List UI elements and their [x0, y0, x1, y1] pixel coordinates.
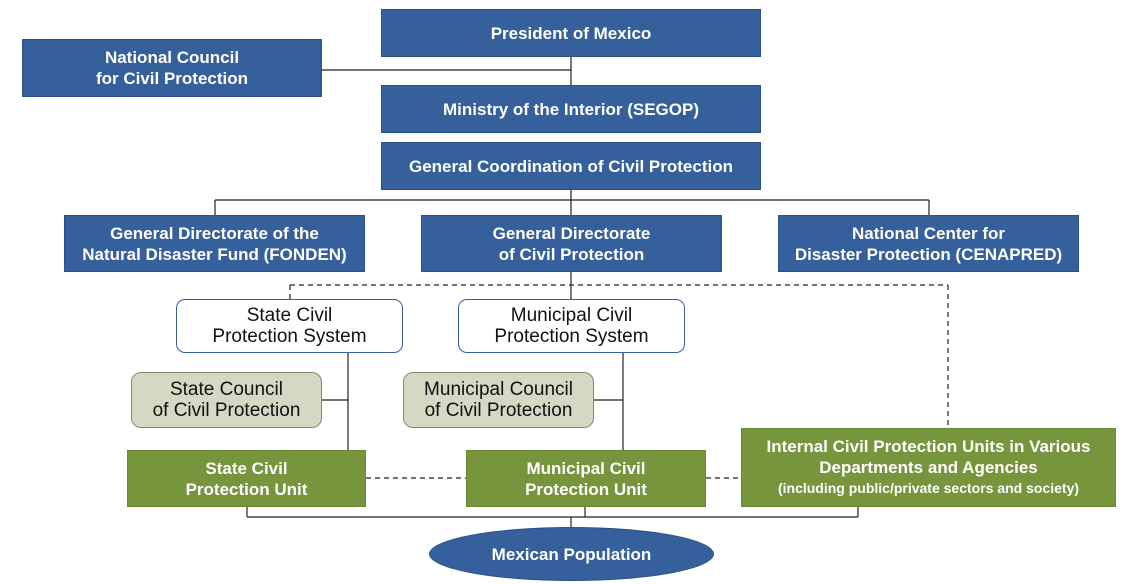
node-municipal-system: Municipal Civil Protection System: [458, 299, 685, 353]
node-population: Mexican Population: [429, 527, 714, 581]
node-internal-units: Internal Civil Protection Units in Vario…: [741, 428, 1116, 507]
node-state-council: State Council of Civil Protection: [131, 372, 322, 428]
node-state-unit-line2: Protection Unit: [185, 479, 308, 499]
node-fonden: General Directorate of the Natural Disas…: [64, 215, 365, 272]
node-cenapred: National Center for Disaster Protection …: [778, 215, 1079, 272]
node-municipal-unit-line2: Protection Unit: [525, 479, 647, 499]
node-segob-label: Ministry of the Interior (SEGOP): [443, 99, 699, 119]
node-general-coordination-label: General Coordination of Civil Protection: [409, 156, 733, 176]
node-general-coordination: General Coordination of Civil Protection: [381, 142, 761, 190]
node-state-council-line2: of Civil Protection: [152, 400, 301, 421]
node-state-unit-line1: State Civil: [205, 458, 288, 478]
node-municipal-system-line2: Protection System: [494, 326, 649, 347]
node-national-council: National Council for Civil Protection: [22, 39, 322, 97]
node-fonden-line1: General Directorate of the: [110, 223, 319, 243]
node-gd-civil-protection: General Directorate of Civil Protection: [421, 215, 722, 272]
node-internal-units-line2: Departments and Agencies: [819, 458, 1038, 477]
node-state-system: State Civil Protection System: [176, 299, 403, 353]
node-municipal-council-line1: Municipal Council: [424, 379, 573, 400]
node-fonden-line2: Natural Disaster Fund (FONDEN): [82, 244, 347, 264]
node-municipal-unit-line1: Municipal Civil: [526, 458, 646, 478]
node-municipal-council: Municipal Council of Civil Protection: [403, 372, 594, 428]
node-municipal-council-line2: of Civil Protection: [424, 400, 573, 421]
node-segob: Ministry of the Interior (SEGOP): [381, 85, 761, 133]
node-internal-units-line1: Internal Civil Protection Units in Vario…: [766, 437, 1091, 456]
node-president: President of Mexico: [381, 9, 761, 57]
node-municipal-system-line1: Municipal Civil: [510, 305, 633, 326]
node-national-council-line1: National Council: [104, 48, 240, 67]
node-gd-civil-protection-line1: General Directorate: [492, 223, 651, 243]
node-cenapred-line1: National Center for: [851, 223, 1006, 243]
node-internal-units-line3: (including public/private sectors and so…: [777, 480, 1080, 496]
node-municipal-unit: Municipal Civil Protection Unit: [466, 450, 706, 507]
node-state-system-line1: State Civil: [246, 305, 333, 326]
node-state-system-line2: Protection System: [212, 326, 367, 347]
node-national-council-line2: for Civil Protection: [95, 69, 249, 88]
node-state-council-line1: State Council: [169, 379, 283, 400]
node-state-unit: State Civil Protection Unit: [127, 450, 366, 507]
node-gd-civil-protection-line2: of Civil Protection: [498, 244, 645, 264]
node-cenapred-line2: Disaster Protection (CENAPRED): [794, 244, 1063, 264]
node-population-label: Mexican Population: [491, 544, 652, 564]
node-president-label: President of Mexico: [490, 23, 652, 43]
